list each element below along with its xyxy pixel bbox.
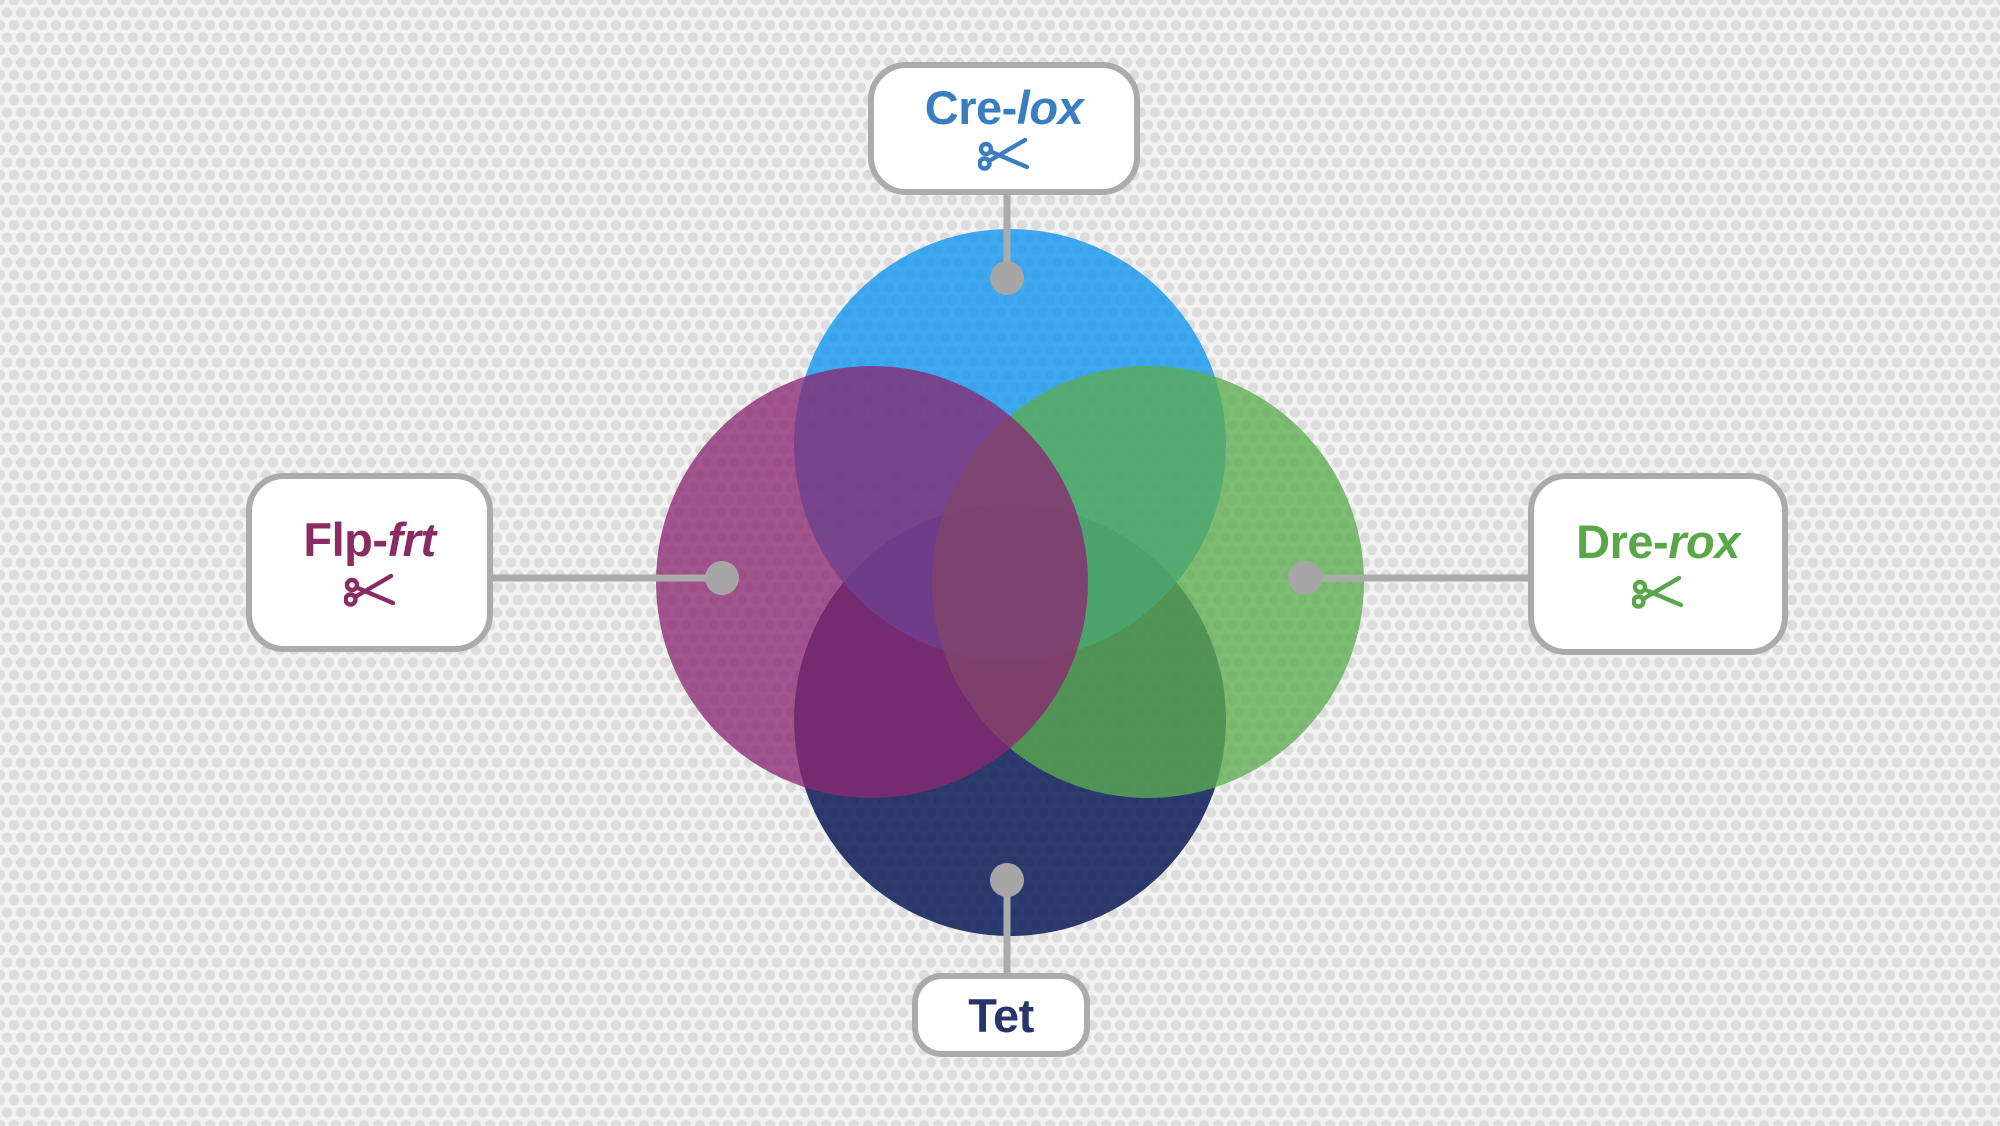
- scissors-icon: [343, 573, 395, 607]
- label-cre-lox: Cre-lox: [924, 81, 1084, 134]
- label-box-dre-rox: Dre-rox: [1528, 473, 1788, 655]
- flp-frt-circle: [656, 366, 1088, 798]
- scissors-icon: [1632, 575, 1684, 609]
- scissors-icon: [978, 137, 1030, 171]
- label-box-flp-frt: Flp-frt: [246, 473, 493, 652]
- label-box-tet: Tet: [912, 973, 1090, 1057]
- connector-dot-left: [705, 561, 739, 595]
- connector-dot-top: [990, 261, 1024, 295]
- connector-dot-bottom: [990, 863, 1024, 897]
- label-tet: Tet: [968, 988, 1034, 1042]
- label-box-cre-lox: Cre-lox: [868, 62, 1140, 195]
- label-flp-frt: Flp-frt: [303, 513, 436, 566]
- label-dre-rox: Dre-rox: [1576, 514, 1740, 568]
- connector-dot-right: [1288, 561, 1322, 595]
